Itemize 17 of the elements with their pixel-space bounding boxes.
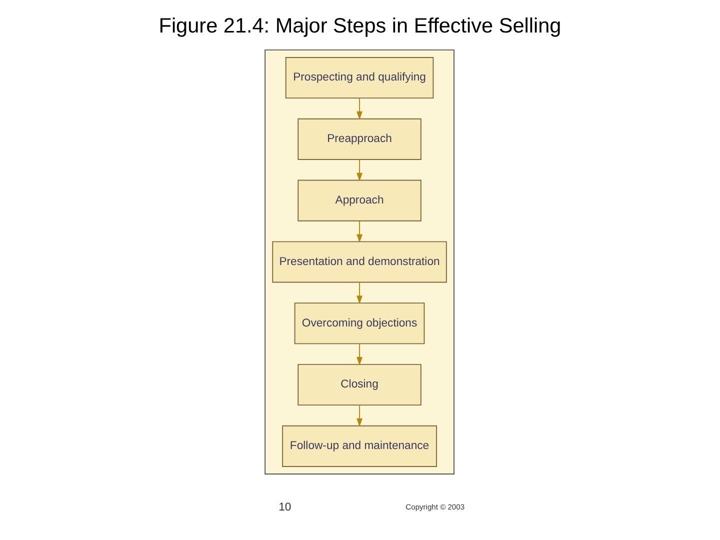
node-box: Preapproach [298,118,422,160]
arrow [356,282,362,304]
arrow [356,404,362,427]
arrow [356,220,362,243]
label: Copyright © 2003 [406,502,465,512]
arrow [356,343,362,366]
arrow [356,159,362,182]
arrow [356,98,362,120]
node-box: Prospecting and qualifying [285,57,434,99]
node-box: Closing [298,364,422,406]
node-box: Overcoming objections [294,302,425,344]
node-box: Approach [298,180,422,222]
label: 10 [278,501,292,514]
diagram-title: Figure 21.4: Major Steps in Effective Selling [158,14,562,38]
node-box: Presentation and demonstration [272,241,447,283]
node-box: Follow-up and maintenance [282,425,437,467]
cluster [264,49,454,474]
